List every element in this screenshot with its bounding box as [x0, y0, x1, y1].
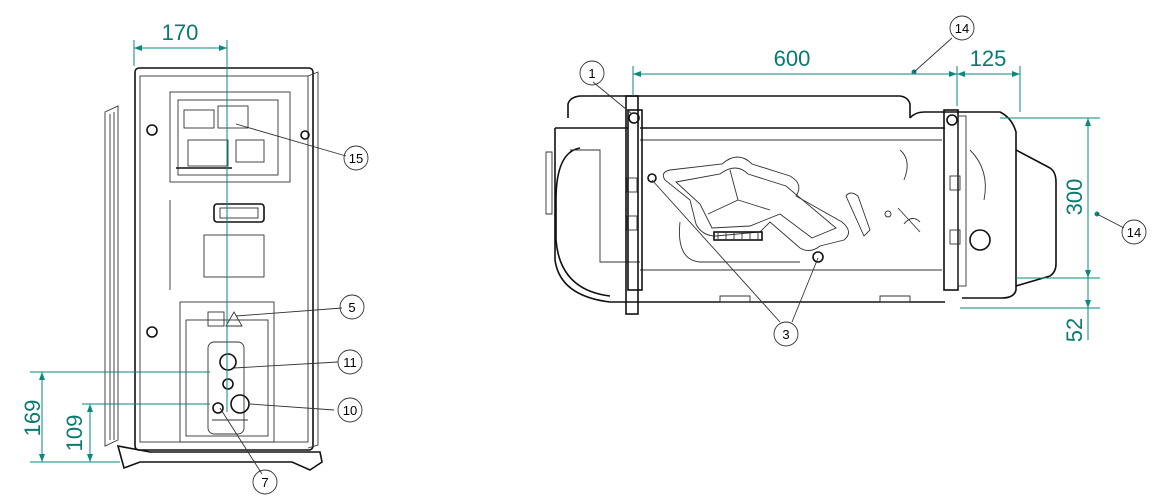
top-view	[545, 95, 1057, 315]
callout-11: 11	[343, 355, 357, 370]
callout-3: 3	[782, 327, 789, 342]
callout-7: 7	[261, 475, 268, 490]
dimension-300: 300	[1062, 179, 1087, 216]
callout-10: 10	[343, 403, 357, 418]
callout-14-right: 14	[1127, 225, 1141, 240]
side-callouts	[219, 123, 369, 495]
top-callouts	[579, 15, 1147, 347]
callout-14-top: 14	[955, 21, 969, 36]
dimension-600: 600	[774, 46, 811, 71]
dimension-169: 169	[20, 400, 45, 437]
callout-1: 1	[588, 66, 595, 81]
callout-5: 5	[348, 300, 355, 315]
dimension-125: 125	[970, 46, 1007, 71]
dimension-109: 109	[62, 415, 87, 452]
callout-15: 15	[349, 151, 363, 166]
dimension-52: 52	[1062, 318, 1087, 342]
dimension-170: 170	[162, 20, 199, 45]
top-view-dimensions	[632, 66, 1100, 340]
side-view-dimensions	[30, 40, 228, 463]
side-view	[104, 40, 323, 471]
